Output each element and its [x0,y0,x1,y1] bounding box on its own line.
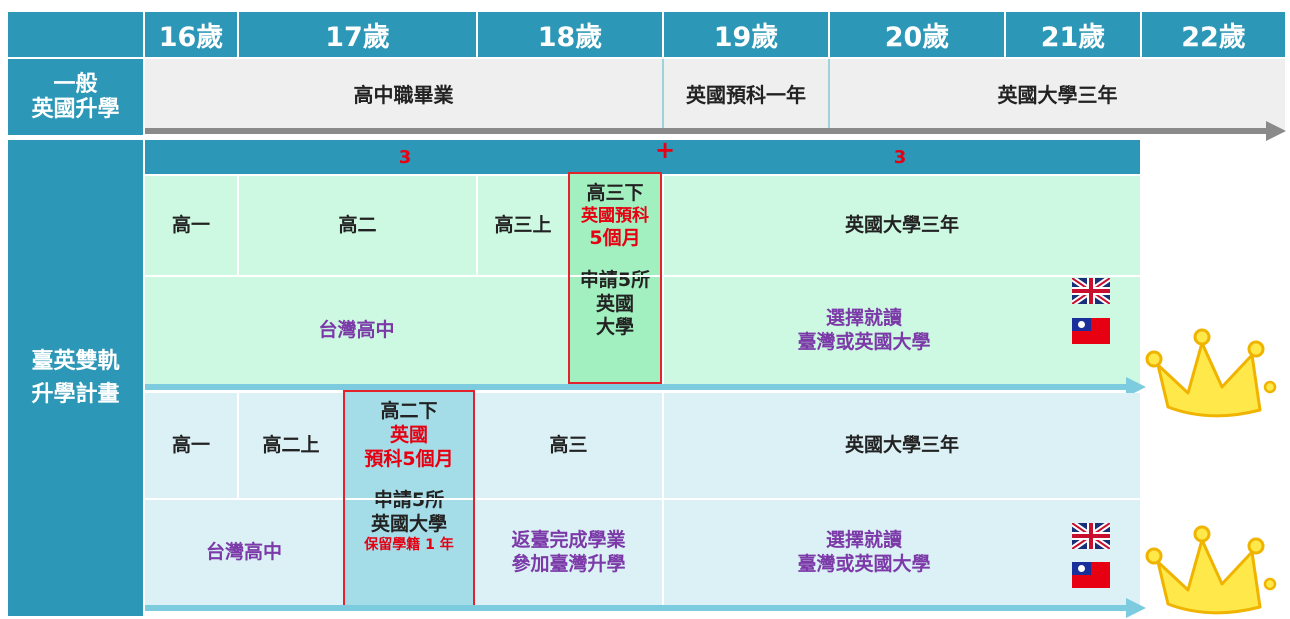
age-header-row [8,12,1285,57]
track2-taiwan-highschool: 台灣高中 [205,540,282,563]
general-label-line1: 一般 [53,71,98,97]
foundation-line3: 預科5個月 [364,447,454,470]
track1-foundation-box: 高三下 英國預科 5個月 申請5所 英國 大學 [568,172,662,384]
apply-line3: 保留學籍 1 年 [364,536,454,553]
track1-choose-university: 選擇就讀 臺灣或英國大學 [664,277,1064,384]
choose-line2: 臺灣或英國大學 [797,552,931,575]
divider [1004,12,1006,57]
duration-left: 3 [398,146,412,168]
program-row-label: 臺英雙軌 升學計畫 [8,140,143,616]
track1-grade12-first: 高三上 [494,213,552,236]
divider [662,59,664,132]
track1-university: 英國大學三年 [844,213,959,236]
divider [662,176,664,384]
divider [476,12,478,57]
divider [476,176,478,275]
age-20: 20歲 [884,22,950,53]
age-22: 22歲 [1181,22,1246,53]
general-label-line2: 英國升學 [31,97,120,122]
general-row [145,59,1285,132]
program-label-line1: 臺英雙軌 [31,349,120,374]
divider [237,393,239,498]
track1-grade11: 高二 [338,213,377,236]
track1-taiwan-highschool: 台灣高中 [318,318,395,341]
arrow-right-icon [1126,598,1146,618]
timeline-arrow-shaft [145,128,1270,134]
divider [143,12,145,57]
program-label-line2: 升學計畫 [31,382,120,407]
age-18: 18歲 [537,22,603,53]
track2-choose-university: 選擇就讀 臺灣或英國大學 [664,500,1064,605]
crown-icon [1145,525,1277,615]
track2-grade11-first: 高二上 [262,433,320,456]
divider [828,12,830,57]
track1-grade10: 高一 [171,213,210,236]
track2-university: 英國大學三年 [844,433,959,456]
divider [1140,12,1142,57]
general-row-label: 一般 英國升學 [8,59,143,135]
divider [345,498,473,500]
arrow-right-icon [1266,121,1286,141]
foundation-line1: 高三下 [586,182,644,204]
age-17: 17歲 [325,22,390,53]
apply-line1: 申請5所 [373,489,445,512]
foundation-line3: 5個月 [589,227,641,249]
age-16: 16歲 [158,22,224,53]
foundation-line2: 英國預科 [581,205,649,226]
general-highschool: 高中職畢業 [353,83,454,107]
divider [662,12,664,57]
apply-line3: 大學 [595,316,634,339]
arrow-right-icon [1126,377,1146,397]
general-university: 英國大學三年 [997,83,1118,107]
foundation-line2: 英國 [389,423,428,446]
age-19: 19歲 [713,22,779,53]
return-line1: 返臺完成學業 [511,528,626,551]
track2-grade12: 高三 [549,433,588,456]
taiwan-flag-icon [1072,318,1110,344]
apply-line2: 英國 [595,292,634,315]
divider [237,176,239,275]
program-duration-bar [145,140,1140,174]
track2-arrow-shaft [145,605,1130,611]
choose-line2: 臺灣或英國大學 [797,330,931,353]
uk-flag-icon [1072,523,1110,549]
apply-line2: 英國大學 [370,513,447,535]
divider [570,275,660,277]
return-line2: 參加臺灣升學 [511,552,626,575]
track2-return-taiwan: 返臺完成學業 參加臺灣升學 [475,500,662,605]
general-foundation: 英國預科一年 [686,83,806,107]
divider [662,393,664,605]
divider [145,498,1140,500]
track2-grade10: 高一 [171,433,210,456]
divider [237,12,239,57]
apply-line1: 申請5所 [579,268,651,291]
track1-arrow-shaft [145,384,1130,390]
foundation-line1: 高二下 [380,400,438,422]
duration-right: 3 [893,146,907,168]
age-21: 21歲 [1040,22,1106,53]
crown-icon [1145,328,1277,418]
divider [828,59,830,132]
duration-plus: + [654,136,676,164]
choose-line1: 選擇就讀 [825,528,902,551]
taiwan-flag-icon [1072,562,1110,588]
choose-line1: 選擇就讀 [825,306,902,329]
uk-flag-icon [1072,278,1110,304]
